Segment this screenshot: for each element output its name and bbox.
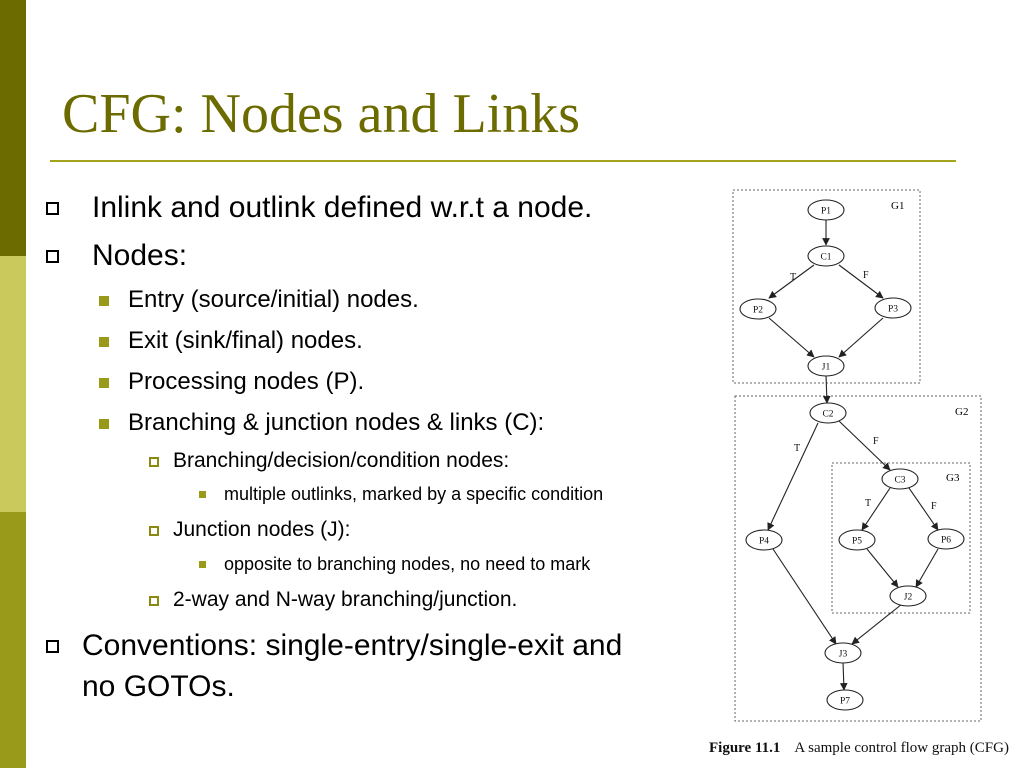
node-shape-p7: [826, 689, 864, 711]
edge-j1-c2: [822, 374, 831, 404]
group-box-g3: [831, 462, 971, 614]
bullet-junction-nodes: Junction nodes (J):: [173, 518, 351, 541]
node-shape-p1: [807, 199, 845, 221]
cfg-diagram: G1 G2 G3 T F T F T F: [732, 189, 982, 722]
node-shape-p4: [745, 529, 783, 551]
node-shape-p2: [739, 298, 777, 320]
sub-bullet-icon: [99, 419, 109, 429]
bullet-list: Inlink and outlink defined w.r.t a node.…: [46, 191, 623, 703]
bullet-entry-nodes: Entry (source/initial) nodes.: [128, 286, 419, 313]
bullet-exit-nodes: Exit (sink/final) nodes.: [128, 327, 363, 354]
slide-title: CFG: Nodes and Links: [62, 83, 580, 145]
figure-caption: Figure 11.1 A sample control flow graph (…: [709, 740, 1024, 764]
title-underline: [50, 160, 956, 162]
node-label-p3: P3: [888, 305, 898, 315]
edge-c1-p2: [768, 264, 815, 299]
node-label-p6: P6: [941, 536, 951, 546]
figure-caption-label: Figure 11.1: [709, 740, 781, 756]
bullet-square-icon: [46, 202, 59, 215]
node-shape-j1: [807, 355, 845, 377]
node-shape-j2: [889, 585, 927, 607]
edge-label-c3-t: T: [865, 498, 871, 509]
hollow-square-icon: [149, 596, 159, 606]
side-bar-bottom: [0, 512, 26, 768]
node-shape-p6: [927, 528, 965, 550]
hollow-square-icon: [149, 457, 159, 467]
edge-p5-j2: [866, 548, 899, 588]
bullet-nodes: Nodes:: [92, 239, 188, 272]
bullet-conventions-line1: Conventions: single-entry/single-exit an…: [82, 629, 623, 662]
edge-label-c2-t: T: [794, 443, 800, 454]
node-label-c3: C3: [894, 476, 905, 486]
group-box-g2: [734, 395, 982, 722]
edge-c2-c3: [838, 420, 891, 471]
cfg-edges: [767, 220, 939, 691]
side-bar-middle: [0, 256, 26, 512]
group-label-g1: G1: [891, 200, 904, 212]
small-square-icon: [199, 561, 206, 568]
small-square-icon: [199, 491, 206, 498]
sub-bullet-icon: [99, 296, 109, 306]
edge-labels: T F T F T F: [790, 270, 937, 512]
edge-p2-j1: [768, 317, 815, 358]
hollow-square-icon: [149, 526, 159, 536]
node-label-p4: P4: [759, 537, 769, 547]
bullet-square-icon: [46, 640, 59, 653]
node-label-j2: J2: [904, 593, 913, 603]
node-label-j1: J1: [822, 363, 831, 373]
node-label-p1: P1: [821, 207, 831, 217]
bullet-multiple-outlinks: multiple outlinks, marked by a specific …: [224, 484, 604, 504]
edge-label-c2-f: F: [873, 436, 879, 447]
group-label-g2: G2: [955, 406, 968, 418]
bullet-branching-junction: Branching & junction nodes & links (C):: [128, 409, 545, 436]
node-label-p5: P5: [852, 537, 862, 547]
side-bar-top: [0, 0, 26, 256]
node-shape-j3: [824, 642, 862, 664]
edge-c2-p4: [767, 422, 819, 531]
bullet-inlink-outlink: Inlink and outlink defined w.r.t a node.: [92, 191, 593, 224]
bullet-conventions-line2: no GOTOs.: [82, 670, 235, 703]
cfg-node-shapes: [739, 199, 965, 711]
node-label-j3: J3: [839, 650, 848, 660]
edge-j2-j3: [851, 603, 903, 645]
edge-p6-j2: [915, 548, 939, 588]
cfg-node-labels: P1 C1 P2 P3 J1 C2 C3 P4 P5 P6 J2 J3 P7: [753, 207, 951, 707]
node-label-p7: P7: [840, 697, 850, 707]
bullet-2way-nway: 2-way and N-way branching/junction.: [173, 588, 518, 611]
node-shape-c2: [809, 402, 847, 424]
bullet-branching-nodes: Branching/decision/condition nodes:: [173, 449, 510, 472]
edge-label-c1-t: T: [790, 272, 796, 283]
node-label-c2: C2: [822, 410, 833, 420]
node-shape-p3: [874, 297, 912, 319]
bullet-square-icon: [46, 250, 59, 263]
group-label-g3: G3: [946, 472, 960, 484]
sub-bullet-icon: [99, 337, 109, 347]
node-shape-c3: [881, 468, 919, 490]
node-label-p2: P2: [753, 306, 763, 316]
node-shape-c1: [807, 245, 845, 267]
bullet-processing-nodes: Processing nodes (P).: [128, 368, 365, 395]
edge-c3-p5: [861, 487, 891, 531]
sub-bullet-icon: [99, 378, 109, 388]
edge-j3-p7: [839, 661, 848, 691]
figure-caption-text: A sample control flow graph (CFG): [794, 740, 1009, 756]
edge-p3-j1: [838, 317, 884, 358]
edge-c3-p6: [908, 487, 939, 531]
node-label-c1: C1: [820, 253, 831, 263]
cfg-figure: G1 G2 G3 T F T F T F: [725, 180, 1024, 768]
edge-p4-j3: [772, 548, 837, 645]
node-shape-p5: [838, 529, 876, 551]
bullet-opposite-branching: opposite to branching nodes, no need to …: [224, 554, 591, 574]
edge-label-c3-f: F: [931, 501, 937, 512]
edge-c1-p3: [838, 264, 884, 299]
edge-label-c1-f: F: [863, 270, 869, 281]
